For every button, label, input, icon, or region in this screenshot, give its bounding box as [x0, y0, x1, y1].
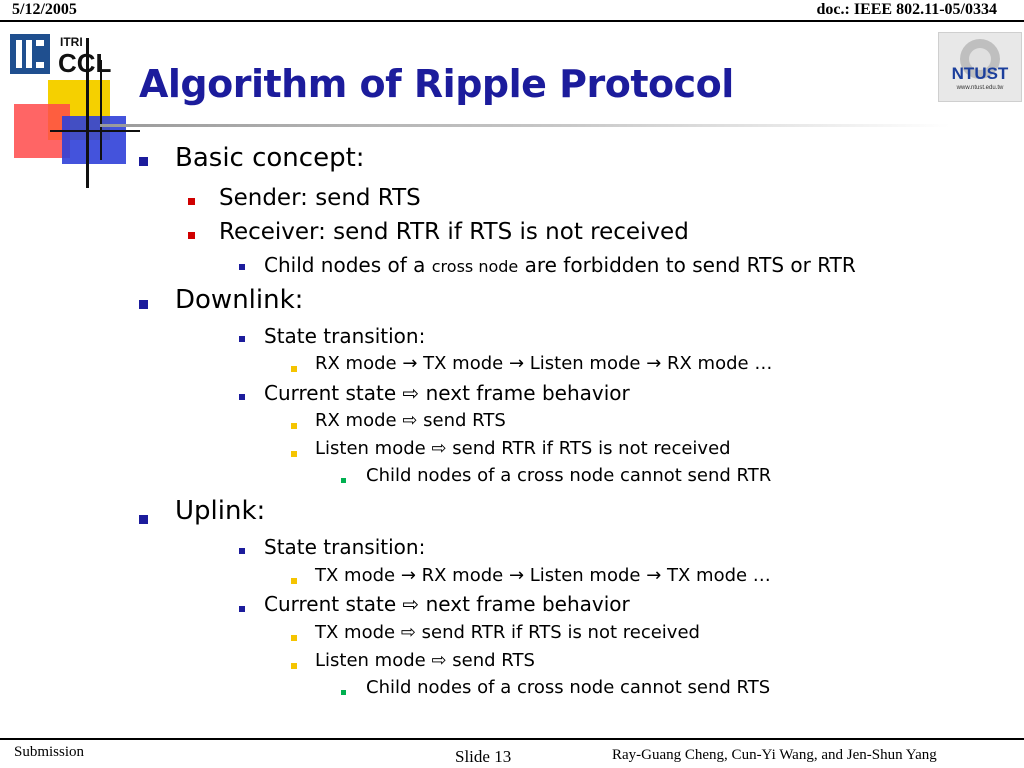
- basic-child-nodes: Child nodes of a cross node are forbidde…: [264, 253, 856, 277]
- corner-decoration: [14, 38, 140, 188]
- downlink-state-transition: State transition:: [264, 324, 426, 348]
- bullet-l4-square-icon: [291, 578, 297, 584]
- uplink-current-state: Current state ⇨ next frame behavior: [264, 592, 630, 616]
- bullet-l3-square-icon: [239, 548, 245, 554]
- bullet-l4-square-icon: [291, 663, 297, 669]
- ntust-logo: NTUST www.ntust.edu.tw: [938, 32, 1022, 102]
- title-underline: [100, 124, 950, 127]
- basic-receiver: Receiver: send RTR if RTS is not receive…: [219, 219, 689, 245]
- svg-text:www.ntust.edu.tw: www.ntust.edu.tw: [956, 85, 1004, 91]
- downlink-current-state: Current state ⇨ next frame behavior: [264, 381, 630, 405]
- bullet-l1-square-icon: [139, 515, 148, 524]
- downlink-child-nodes: Child nodes of a cross node cannot send …: [366, 465, 772, 486]
- uplink-state-transition: State transition:: [264, 535, 426, 559]
- bullet-l2-square-icon: [188, 198, 195, 205]
- uplink-transition-sequence: TX mode → RX mode → Listen mode → TX mod…: [315, 565, 771, 586]
- bullet-l3-square-icon: [239, 606, 245, 612]
- bullet-l5-square-icon: [341, 690, 346, 695]
- uplink-heading: Uplink:: [175, 496, 266, 526]
- uplink-tx-mode: TX mode ⇨ send RTR if RTS is not receive…: [315, 622, 700, 643]
- header-date: 5/12/2005: [12, 1, 77, 18]
- bullet-l1-square-icon: [139, 300, 148, 309]
- bullet-l4-square-icon: [291, 423, 297, 429]
- bullet-l3-square-icon: [239, 336, 245, 342]
- itri-ccl-logo: ITRI CCL: [10, 34, 112, 78]
- svg-text:CCL: CCL: [58, 48, 112, 78]
- downlink-listen-mode: Listen mode ⇨ send RTR if RTS is not rec…: [315, 438, 731, 459]
- uplink-listen-mode: Listen mode ⇨ send RTS: [315, 650, 535, 671]
- uplink-child-nodes: Child nodes of a cross node cannot send …: [366, 677, 771, 698]
- header-rule: [0, 20, 1024, 22]
- bullet-l4-square-icon: [291, 451, 297, 457]
- downlink-rx-mode: RX mode ⇨ send RTS: [315, 410, 506, 431]
- footer-authors: Ray-Guang Cheng, Cun-Yi Wang, and Jen-Sh…: [612, 747, 937, 763]
- svg-text:ITRI: ITRI: [60, 35, 83, 49]
- downlink-transition-sequence: RX mode → TX mode → Listen mode → RX mod…: [315, 353, 773, 374]
- bullet-l4-square-icon: [291, 366, 297, 372]
- footer-slide-number: Slide 13: [455, 747, 512, 766]
- bullet-l1-square-icon: [139, 157, 148, 166]
- bullet-l3-square-icon: [239, 264, 245, 270]
- bullet-l3-square-icon: [239, 394, 245, 400]
- basic-concept-heading: Basic concept:: [175, 143, 365, 173]
- footer-rule: [0, 738, 1024, 740]
- bullet-l2-square-icon: [188, 232, 195, 239]
- footer-submission: Submission: [14, 744, 85, 760]
- header-doc-id: doc.: IEEE 802.11-05/0334: [816, 1, 997, 18]
- bullet-l5-square-icon: [341, 478, 346, 483]
- svg-text:NTUST: NTUST: [952, 64, 1009, 83]
- slide-title: Algorithm of Ripple Protocol: [139, 62, 734, 106]
- bullet-l4-square-icon: [291, 635, 297, 641]
- downlink-heading: Downlink:: [175, 285, 304, 315]
- basic-sender: Sender: send RTS: [219, 185, 421, 211]
